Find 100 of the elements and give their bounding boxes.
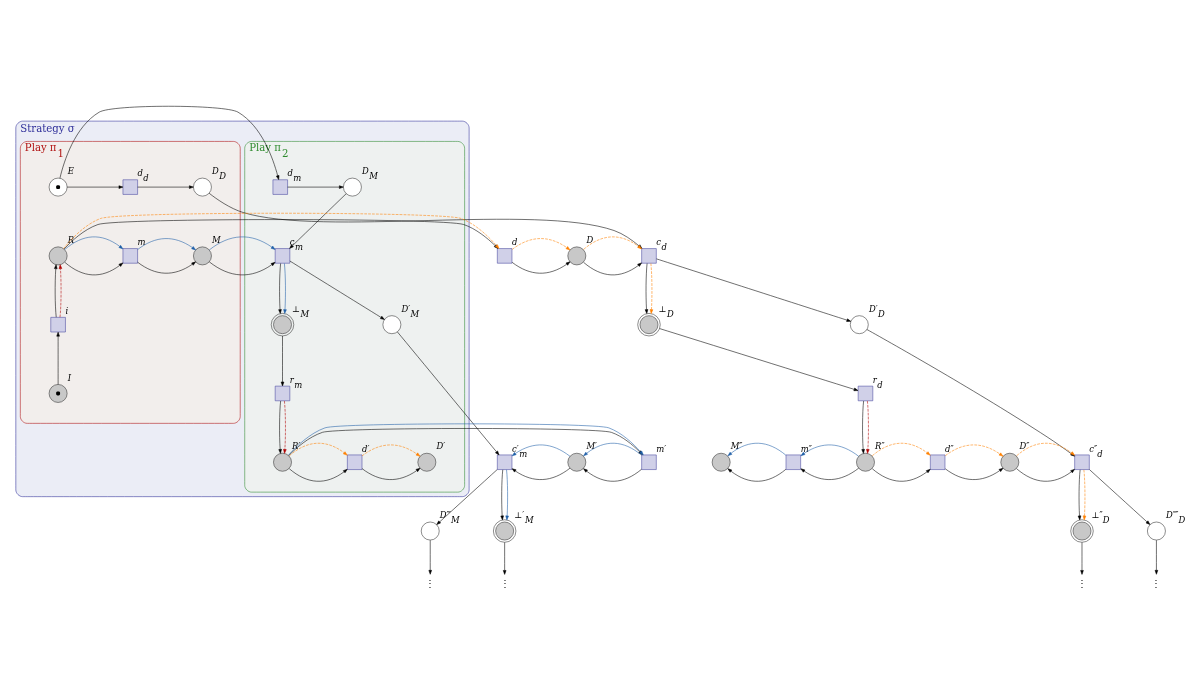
node-box — [1074, 454, 1090, 470]
node-label: M″ — [730, 440, 743, 451]
arrow — [872, 442, 931, 456]
arrow — [137, 237, 196, 250]
node-text: ⋮ — [425, 577, 436, 589]
arrow — [945, 444, 1004, 457]
node-label: M′ — [586, 440, 597, 451]
arrow — [64, 261, 124, 275]
arrow — [861, 400, 865, 454]
arrow — [59, 105, 280, 180]
arrow — [505, 469, 509, 520]
node-box — [785, 454, 801, 470]
arrow — [649, 262, 654, 314]
arrow — [289, 467, 348, 481]
arrow — [872, 467, 931, 481]
arrow — [659, 327, 859, 391]
arrow — [1016, 467, 1075, 481]
arrow — [278, 400, 282, 454]
arrow — [283, 400, 287, 454]
node-box — [274, 385, 291, 401]
node-box — [274, 247, 291, 263]
node-circle — [48, 246, 68, 265]
arrow — [800, 467, 859, 480]
arrow — [287, 184, 344, 189]
arrow — [727, 467, 787, 482]
arrow — [209, 261, 276, 275]
arrow — [64, 236, 124, 250]
node-box — [497, 454, 513, 470]
node-label: D — [586, 234, 594, 245]
node-box — [122, 179, 138, 195]
node-label: M — [212, 234, 221, 245]
arrow — [137, 261, 196, 273]
arrow — [1154, 539, 1159, 575]
node-text: ⋮ — [1151, 577, 1162, 589]
arrow — [866, 400, 870, 454]
node-label: d′ — [362, 443, 370, 454]
node-circle — [850, 314, 869, 334]
node-label: i — [65, 305, 69, 316]
node-circle — [273, 452, 292, 472]
node-label: R′ — [292, 440, 301, 451]
arrow — [436, 468, 498, 525]
arrow — [280, 335, 285, 386]
arrow — [511, 237, 571, 250]
node-circle — [193, 177, 212, 196]
node-box — [641, 454, 657, 470]
node-label: I — [67, 371, 72, 382]
arrow — [644, 262, 649, 314]
node-box — [272, 179, 288, 195]
node-circle — [856, 452, 875, 472]
arrow — [58, 263, 63, 317]
node-circle — [48, 383, 68, 403]
node-label: D′ — [436, 440, 446, 451]
node-label: R — [67, 234, 75, 245]
node-label: E — [67, 165, 74, 176]
node-label: m″ — [800, 443, 812, 454]
arrow — [500, 469, 504, 520]
arrow — [1082, 469, 1087, 520]
arrow — [503, 541, 507, 575]
node-box — [122, 247, 138, 263]
node-label: d — [511, 236, 518, 247]
arrow — [361, 467, 421, 480]
node-circle — [343, 177, 362, 196]
node-label: R″ — [875, 440, 885, 451]
arrow — [289, 442, 348, 456]
arrow — [583, 236, 642, 250]
node-label: D″ — [1019, 440, 1030, 451]
arrow — [289, 260, 385, 320]
arrow — [289, 192, 347, 249]
arrow — [1089, 468, 1151, 525]
node-text: ⋮ — [1076, 577, 1087, 589]
arrow — [656, 258, 852, 322]
arrow — [397, 331, 500, 455]
arrow — [209, 236, 276, 250]
arrow — [1080, 541, 1084, 575]
node-box — [50, 316, 66, 332]
arrow — [583, 467, 642, 482]
arrow — [511, 444, 571, 457]
arrow — [583, 261, 642, 275]
node-box — [347, 454, 363, 470]
node-label: m′ — [656, 443, 667, 454]
arrow — [428, 539, 432, 575]
arrow — [800, 444, 859, 457]
node-box — [930, 454, 946, 470]
arrow — [54, 263, 58, 317]
arrow — [1077, 469, 1082, 520]
arrow — [137, 184, 194, 189]
arrow — [283, 262, 287, 314]
node-box — [641, 247, 657, 263]
node-label: d″ — [944, 443, 954, 454]
arrow — [278, 262, 282, 314]
node-label: m — [137, 236, 146, 247]
node-text: ⋮ — [499, 577, 510, 589]
arrow — [361, 444, 421, 457]
node-box — [857, 385, 874, 401]
arrow — [727, 442, 787, 456]
arrow — [56, 331, 60, 385]
arrow — [66, 184, 124, 189]
node-circle — [48, 177, 68, 196]
arrow — [511, 467, 571, 480]
arrow — [511, 261, 571, 273]
